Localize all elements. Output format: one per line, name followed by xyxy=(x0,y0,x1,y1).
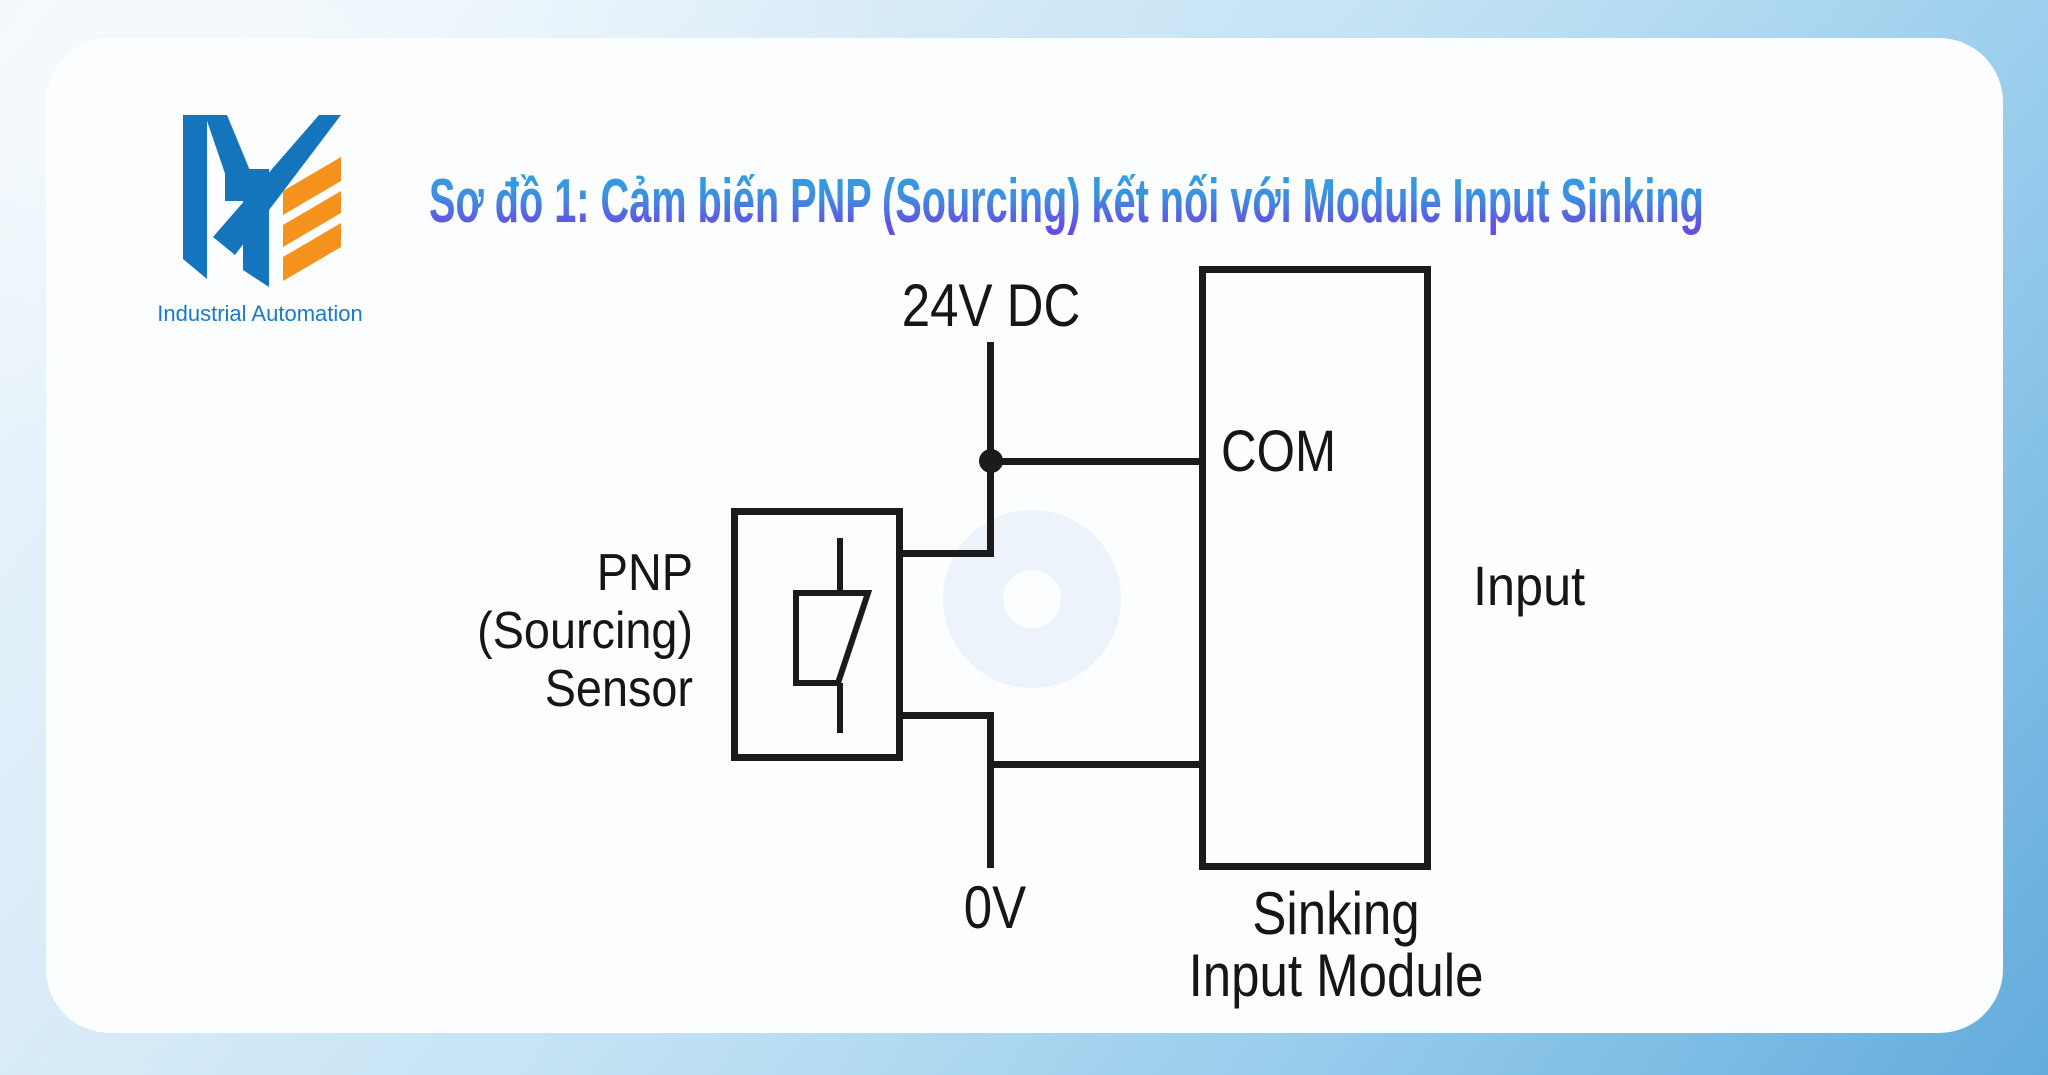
transistor-symbol-icon xyxy=(793,538,873,733)
page-title-text: Sơ đồ 1: Cảm biến PNP (Sourcing) kết nối… xyxy=(429,167,1704,236)
label-com-terminal: COM xyxy=(1221,419,1337,484)
label-sinking-module-line1: Sinking xyxy=(1252,880,1420,947)
label-pnp-sensor-line1: PNP xyxy=(596,544,693,602)
junction-dot xyxy=(979,449,1003,473)
wire-to-module-bottom xyxy=(987,761,1199,768)
wire-sensor-output-top xyxy=(901,550,991,557)
logo-e-stripes xyxy=(283,157,341,281)
sinking-input-module-box xyxy=(1199,266,1431,870)
label-input-terminal: Input xyxy=(1473,554,1586,617)
wire-sensor-output-bottom xyxy=(901,712,991,719)
wire-junction-to-com xyxy=(991,458,1199,465)
label-sinking-module-line2: Input Module xyxy=(1188,942,1484,1009)
logo-tagline: Industrial Automation xyxy=(157,301,363,326)
label-pnp-sensor: PNP (Sourcing) Sensor xyxy=(423,544,693,718)
label-0v: 0V xyxy=(963,874,1027,941)
label-24v-dc: 24V DC xyxy=(901,272,1081,339)
watermark-ring-icon xyxy=(943,510,1121,688)
label-pnp-sensor-line2: (Sourcing) xyxy=(477,602,693,660)
page-title: Sơ đồ 1: Cảm biến PNP (Sourcing) kết nối… xyxy=(429,168,2048,236)
logo-m-mark xyxy=(183,115,341,287)
content-card: Industrial Automation Sơ đồ 1: Cảm biến … xyxy=(46,38,2003,1033)
pnp-sensor-box xyxy=(731,508,903,761)
label-pnp-sensor-line3: Sensor xyxy=(544,660,693,718)
company-logo-icon xyxy=(183,115,341,287)
wire-0v-vertical xyxy=(987,712,994,868)
